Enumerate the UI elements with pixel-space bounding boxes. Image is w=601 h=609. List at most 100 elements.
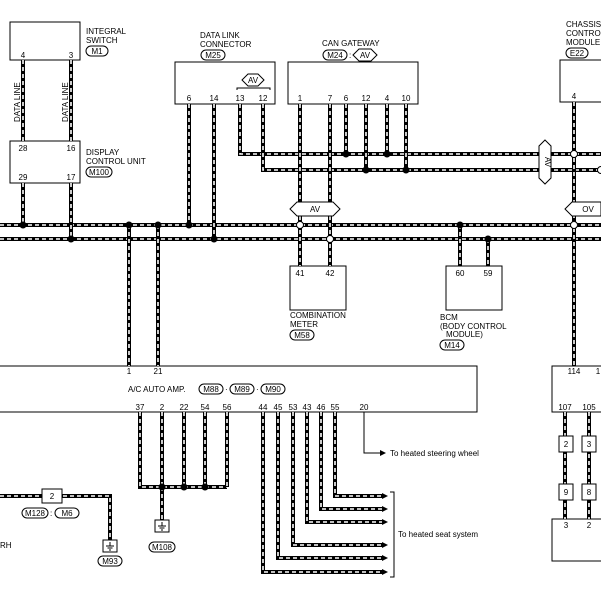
ac-amp-pin-55: 55 bbox=[331, 403, 340, 412]
data-link-pin-12: 12 bbox=[259, 94, 268, 103]
data-link-connector-name-1: DATA LINK bbox=[200, 31, 240, 40]
bcm-box bbox=[445, 265, 503, 311]
left-cut-label: RH bbox=[0, 541, 12, 550]
svg-text:2: 2 bbox=[564, 440, 569, 449]
ac-amp-pin-43: 43 bbox=[303, 403, 312, 412]
joint-connector-left: 2 bbox=[41, 488, 63, 504]
ac-amp-sep-1: · bbox=[225, 385, 228, 394]
svg-text:AV: AV bbox=[360, 51, 371, 60]
ground-m93-icon bbox=[102, 539, 118, 553]
can-gateway-connector: M24 bbox=[322, 49, 348, 61]
ac-amp-pin-56: 56 bbox=[223, 403, 232, 412]
ac-amp-pin-1: 1 bbox=[127, 367, 132, 376]
chassis-control-name-1: CHASSIS bbox=[566, 20, 601, 29]
data-link-pin-13: 13 bbox=[236, 94, 245, 103]
integral-switch-name-2: SWITCH bbox=[86, 36, 118, 45]
integral-switch-pin-4: 4 bbox=[21, 51, 26, 60]
right-inline-upper: 2 3 bbox=[558, 435, 597, 453]
can-gateway-pin-12: 12 bbox=[362, 94, 371, 103]
can-gateway-pin-4: 4 bbox=[385, 94, 390, 103]
bus-av-tag-center: AV bbox=[289, 201, 341, 217]
svg-text:M24: M24 bbox=[327, 51, 343, 60]
right-module-box bbox=[551, 365, 601, 413]
svg-text:AV: AV bbox=[248, 76, 259, 85]
chassis-control-name-3: MODULE bbox=[566, 38, 600, 47]
ground-m108-icon bbox=[154, 519, 170, 533]
can-gateway-pin-6: 6 bbox=[344, 94, 349, 103]
right-module-pin-105: 105 bbox=[582, 403, 596, 412]
bus-ov-tag: OV bbox=[564, 201, 601, 217]
can-gateway-av-tag: AV bbox=[352, 48, 378, 62]
svg-text:M93: M93 bbox=[102, 557, 118, 566]
ac-amp-pin-20: 20 bbox=[360, 403, 369, 412]
ac-amp-pin-54: 54 bbox=[201, 403, 210, 412]
data-line-label-right: DATA LINE bbox=[61, 82, 70, 122]
joint-connector-m6: M6 bbox=[54, 507, 80, 519]
combination-meter-name-2: METER bbox=[290, 320, 318, 329]
svg-text:M1: M1 bbox=[91, 47, 103, 56]
right-module-pin-1: 1 bbox=[596, 367, 601, 376]
ac-amp-pin-44: 44 bbox=[259, 403, 268, 412]
bcm-pin-60: 60 bbox=[456, 269, 465, 278]
chassis-control-name-2: CONTROL bbox=[566, 29, 601, 38]
integral-switch-connector: M1 bbox=[85, 45, 109, 57]
display-control-name-2: CONTROL UNIT bbox=[86, 157, 146, 166]
integral-switch-pin-3: 3 bbox=[69, 51, 74, 60]
ac-amp-pin-53: 53 bbox=[289, 403, 298, 412]
svg-text:AV: AV bbox=[543, 157, 552, 168]
svg-text:M100: M100 bbox=[89, 168, 110, 177]
svg-text:AV: AV bbox=[310, 205, 321, 214]
svg-text:M14: M14 bbox=[444, 341, 460, 350]
svg-text:M90: M90 bbox=[265, 385, 281, 394]
data-link-pin-14: 14 bbox=[210, 94, 219, 103]
integral-switch-name-1: INTEGRAL bbox=[86, 27, 127, 36]
svg-text:M89: M89 bbox=[234, 385, 250, 394]
bcm-connector: M14 bbox=[439, 339, 465, 351]
right-inline-lower: 9 8 bbox=[558, 483, 597, 501]
dest-heated-steering: To heated steering wheel bbox=[390, 449, 479, 458]
right-lower-pin-2: 2 bbox=[587, 521, 592, 530]
data-link-bracket bbox=[236, 87, 271, 90]
joint-connector-colon: : bbox=[50, 509, 52, 518]
display-control-pin-17: 17 bbox=[67, 173, 76, 182]
ac-amp-connector-m90: M90 bbox=[260, 383, 286, 395]
right-module-pin-107: 107 bbox=[558, 403, 572, 412]
chassis-control-module-box bbox=[559, 59, 601, 103]
dest-heated-seat: To heated seat system bbox=[398, 530, 478, 539]
data-line-label-left: DATA LINE bbox=[13, 82, 22, 122]
data-link-connector-name-2: CONNECTOR bbox=[200, 40, 252, 49]
ac-amp-pin-21: 21 bbox=[154, 367, 163, 376]
svg-text:3: 3 bbox=[587, 440, 592, 449]
wires bbox=[0, 60, 601, 574]
display-control-name-1: DISPLAY bbox=[86, 148, 120, 157]
ac-amp-pin-22: 22 bbox=[180, 403, 189, 412]
svg-text:8: 8 bbox=[587, 488, 592, 497]
seat-bracket bbox=[390, 491, 395, 578]
combination-meter-pin-42: 42 bbox=[326, 269, 335, 278]
can-gateway-pin-10: 10 bbox=[402, 94, 411, 103]
combination-meter-connector: M58 bbox=[289, 329, 315, 341]
bcm-name-3: MODULE) bbox=[446, 330, 483, 339]
shield-circles bbox=[296, 150, 601, 243]
chassis-control-connector: E22 bbox=[565, 47, 589, 59]
bcm-name-2: (BODY CONTROL bbox=[440, 322, 507, 331]
display-control-connector: M100 bbox=[85, 166, 113, 178]
can-gateway-colon: : bbox=[349, 51, 351, 60]
can-gateway-name: CAN GATEWAY bbox=[322, 39, 380, 48]
display-control-pin-29: 29 bbox=[19, 173, 28, 182]
display-control-pin-16: 16 bbox=[67, 144, 76, 153]
can-gateway-box bbox=[287, 61, 419, 105]
can-gateway-pin-1: 1 bbox=[298, 94, 303, 103]
right-lower-module-box bbox=[551, 518, 601, 562]
ac-amp-name: A/C AUTO AMP. bbox=[128, 385, 186, 394]
splice-dots bbox=[19, 150, 492, 491]
integral-switch-box bbox=[9, 21, 81, 61]
ac-amp-pin-46: 46 bbox=[317, 403, 326, 412]
can-gateway-pin-7: 7 bbox=[328, 94, 333, 103]
bcm-name-1: BCM bbox=[440, 313, 458, 322]
data-link-connector-id: M25 bbox=[200, 49, 226, 61]
ac-amp-sep-2: · bbox=[256, 385, 259, 394]
svg-text:M88: M88 bbox=[203, 385, 219, 394]
ac-amp-connector-m89: M89 bbox=[229, 383, 255, 395]
